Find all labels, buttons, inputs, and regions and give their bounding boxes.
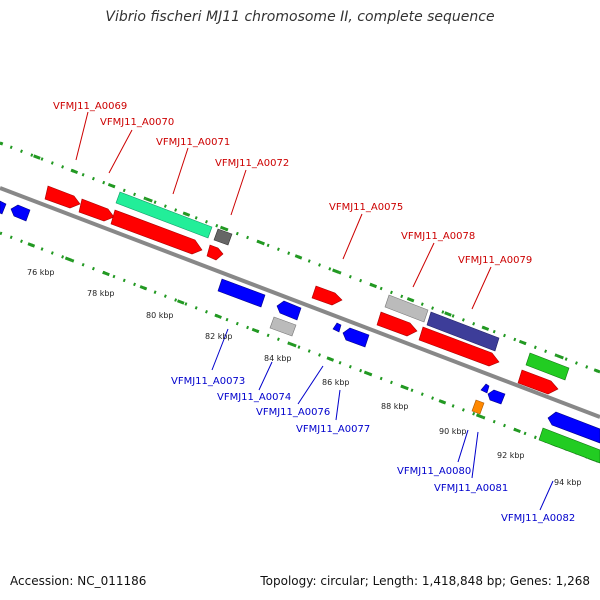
scale-label: 88 kbp [381, 402, 409, 411]
leader-A0076 [297, 365, 324, 405]
gene-label-A0078[interactable]: VFMJ11_A0078 [401, 231, 475, 242]
backbone [0, 186, 600, 419]
gene-red-long-2[interactable] [418, 326, 500, 367]
scale-label: 90 kbp [439, 427, 467, 436]
gene-A0071-upper[interactable] [115, 191, 213, 239]
leader-A0079 [471, 266, 492, 310]
gene-A0077[interactable] [342, 327, 370, 348]
gene-A0069[interactable] [44, 185, 81, 209]
map-title: Vibrio fischeri MJ11 chromosome II, comp… [105, 9, 495, 25]
gene-A0076[interactable] [332, 322, 342, 333]
gene-label-A0077[interactable]: VFMJ11_A0077 [296, 424, 370, 435]
gene-A0081-blue[interactable] [487, 389, 506, 405]
scale-label: 76 kbp [27, 268, 55, 277]
leader-A0069 [75, 111, 89, 161]
leader-A0077 [335, 389, 341, 421]
gene-A0072[interactable] [213, 228, 233, 246]
gene-label-A0070[interactable]: VFMJ11_A0070 [100, 117, 174, 128]
guide-bands [0, 141, 600, 464]
gene-label-A0079[interactable]: VFMJ11_A0079 [458, 255, 532, 266]
gene-blue-small-2[interactable] [480, 383, 490, 394]
gene-blue-left[interactable] [0, 200, 7, 215]
gene-features [0, 185, 600, 464]
scale-label: 94 kbp [554, 478, 582, 487]
gene-label-A0076[interactable]: VFMJ11_A0076 [256, 407, 330, 418]
accession-text: Accession: NC_011186 [10, 574, 147, 588]
scale-label: 84 kbp [264, 354, 292, 363]
leader-A0082 [539, 480, 554, 511]
backbone-line [0, 186, 600, 419]
gene-red-right[interactable] [517, 369, 559, 395]
leader-A0075 [342, 213, 363, 260]
gene-A0075[interactable] [311, 285, 343, 306]
gene-A0079[interactable] [426, 311, 500, 352]
gene-A0073[interactable] [217, 278, 266, 308]
scale-label: 86 kbp [322, 378, 350, 387]
gene-label-A0069[interactable]: VFMJ11_A0069 [53, 101, 127, 112]
gene-A0082-green[interactable] [538, 427, 600, 464]
outer-top-dashes [0, 141, 600, 374]
scale-label: 92 kbp [497, 451, 525, 460]
leader-lines [75, 111, 554, 511]
gene-blue-left-2[interactable] [10, 204, 31, 222]
leader-A0073 [211, 328, 229, 371]
leader-A0080 [457, 429, 469, 463]
gene-A0078-grey[interactable] [384, 294, 429, 323]
leader-A0078 [412, 242, 435, 288]
gene-label-A0073[interactable]: VFMJ11_A0073 [171, 376, 245, 387]
gene-A0071-lower[interactable] [110, 209, 203, 255]
gene-green-1[interactable] [525, 352, 570, 381]
gene-label-A0074[interactable]: VFMJ11_A0074 [217, 392, 291, 403]
top-gene-labels: VFMJ11_A0069 VFMJ11_A0070 VFMJ11_A0071 V… [53, 101, 532, 266]
scale-label: 80 kbp [146, 311, 174, 320]
gene-A0078-red[interactable] [376, 311, 418, 337]
gene-label-A0072[interactable]: VFMJ11_A0072 [215, 158, 289, 169]
gene-A0070[interactable] [78, 198, 115, 222]
leader-A0081 [471, 431, 479, 479]
scale-label: 78 kbp [87, 289, 115, 298]
gene-A0074-blue[interactable] [276, 300, 302, 321]
gene-label-A0082[interactable]: VFMJ11_A0082 [501, 513, 575, 524]
leader-A0072 [230, 169, 247, 216]
leader-A0074 [258, 361, 273, 391]
scale-label: 82 kbp [205, 332, 233, 341]
gene-label-A0075[interactable]: VFMJ11_A0075 [329, 202, 403, 213]
leader-A0071 [172, 147, 189, 195]
gene-label-A0081[interactable]: VFMJ11_A0081 [434, 483, 508, 494]
gene-red-small[interactable] [206, 244, 224, 261]
gene-A0080[interactable] [471, 399, 485, 415]
leader-A0070 [108, 129, 133, 174]
topology-info-text: Topology: circular; Length: 1,418,848 bp… [260, 574, 590, 588]
gene-A0074-grey[interactable] [269, 316, 297, 337]
bottom-gene-labels: VFMJ11_A0073 VFMJ11_A0074 VFMJ11_A0076 V… [171, 376, 575, 524]
gene-label-A0071[interactable]: VFMJ11_A0071 [156, 137, 230, 148]
gene-A0082-blue[interactable] [547, 411, 600, 444]
scale-labels: 76 kbp 78 kbp 80 kbp 82 kbp 84 kbp 86 kb… [27, 268, 582, 487]
gene-label-A0080[interactable]: VFMJ11_A0080 [397, 466, 471, 477]
